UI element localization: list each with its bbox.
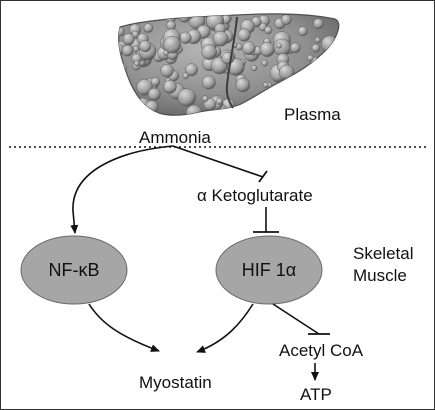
liver-texture-cell (337, 13, 339, 18)
liver-texture-cell (118, 84, 124, 96)
liver-texture-cell (325, 70, 334, 78)
liver-texture-cell (261, 59, 269, 67)
atp-label: ATP (300, 385, 332, 404)
liver-texture-cell (185, 104, 203, 116)
liver-texture-cell (276, 42, 283, 49)
liver-texture-cell (145, 13, 162, 22)
liver-texture-cell (314, 37, 321, 43)
liver-texture-cell (147, 87, 161, 101)
inhibit-ammonia-to-akg (172, 145, 264, 178)
liver-texture-cell (297, 26, 308, 37)
liver-texture-cell (324, 13, 335, 19)
liver-texture-cell (307, 54, 314, 62)
liver-texture-cell (216, 97, 224, 105)
liver-texture-cell (299, 95, 307, 103)
nfkb-node (20, 235, 128, 305)
liver-texture-cell (327, 70, 338, 81)
liver-texture-cell (330, 69, 339, 86)
liver-texture-cell (133, 60, 140, 67)
arrow-hif1a-to-myostatin (196, 303, 254, 353)
liver-texture-cell (289, 80, 299, 90)
liver-texture-cell (290, 42, 301, 54)
liver-texture-cell (177, 88, 196, 107)
liver-texture-cell (122, 33, 135, 46)
arrow-nfkb-to-myostatin (88, 303, 160, 352)
liver-texture-cell (201, 95, 209, 103)
liver-texture-cell (121, 44, 134, 57)
liver-texture-cell (174, 13, 186, 19)
liver-texture-cell (235, 77, 251, 93)
inhibit-hif1a-to-acetylcoa (272, 303, 320, 335)
liver-texture-cell (237, 28, 251, 42)
liver-texture-cell (264, 26, 273, 35)
liver-texture-cell (324, 85, 339, 104)
liver-texture-cell (163, 79, 177, 94)
liver-illustration (118, 13, 340, 116)
liver-texture-cell (259, 41, 275, 57)
liver-texture-cell (128, 13, 141, 22)
myostatin-label: Myostatin (139, 373, 212, 392)
liver-texture-cell (262, 82, 269, 88)
liver-texture-cell (311, 43, 321, 53)
liver-texture-cell (201, 75, 216, 90)
liver-texture-cell (328, 62, 335, 69)
liver-texture-cell (278, 64, 295, 81)
liver-texture-cell (138, 13, 154, 22)
liver-texture-cell (311, 75, 329, 92)
liver-texture-cell (118, 106, 124, 116)
liver-texture-cell (187, 13, 194, 19)
liver-texture-cell (308, 76, 315, 83)
acetyl-coa-label: Acetyl CoA (279, 341, 364, 360)
hif1a-node (215, 235, 323, 305)
skeletal-label: Skeletal (353, 244, 414, 263)
liver-texture-cell (278, 86, 291, 99)
liver-texture-cell (314, 61, 326, 73)
arrow-ammonia-to-nfkb (70, 145, 174, 234)
liver-texture-cell (323, 89, 335, 101)
liver-texture-cell (251, 65, 258, 72)
liver-texture-cell (118, 87, 126, 99)
liver-texture-cell (314, 68, 326, 80)
liver-texture-cell (179, 31, 192, 44)
liver-texture-cell (118, 72, 121, 80)
liver-texture-cell (150, 77, 161, 87)
nfkb-label: NF-κB (48, 260, 100, 280)
liver-texture-cell (118, 99, 137, 116)
inhibit-bar-akg (258, 170, 268, 183)
liver-texture-cell (280, 14, 292, 26)
plasma-label: Plasma (284, 105, 341, 124)
liver-texture-cell (160, 63, 174, 78)
alpha-ketoglutarate-label: α Ketoglutarate (197, 186, 313, 205)
liver-texture-cell (260, 97, 269, 106)
liver-texture-cell (185, 63, 198, 77)
muscle-label: Muscle (353, 266, 407, 285)
liver-texture-cell (177, 13, 192, 23)
hif1a-label: HIF 1α (241, 260, 297, 280)
liver-texture-cell (182, 72, 189, 79)
liver-texture-cell (143, 23, 154, 33)
liver-texture-cell (118, 56, 122, 69)
liver-texture-cell (163, 36, 181, 54)
ammonia-label: Ammonia (139, 128, 211, 147)
liver-texture-cell (129, 103, 139, 112)
liver-texture-cell (313, 18, 324, 30)
liver-texture-cell (287, 79, 296, 88)
liver-texture-cell (333, 54, 339, 63)
liver-texture-cell (241, 103, 248, 110)
liver-texture-cell (335, 76, 339, 84)
liver-texture-cell (118, 26, 125, 37)
liver-texture-cell (139, 40, 152, 53)
liver-texture-cell (241, 41, 256, 56)
liver-texture-cell (258, 102, 276, 116)
liver-texture-cell (201, 44, 218, 60)
liver-texture-cell (270, 87, 277, 95)
liver-texture-cell (212, 30, 229, 47)
liver-texture-cell (127, 96, 141, 110)
